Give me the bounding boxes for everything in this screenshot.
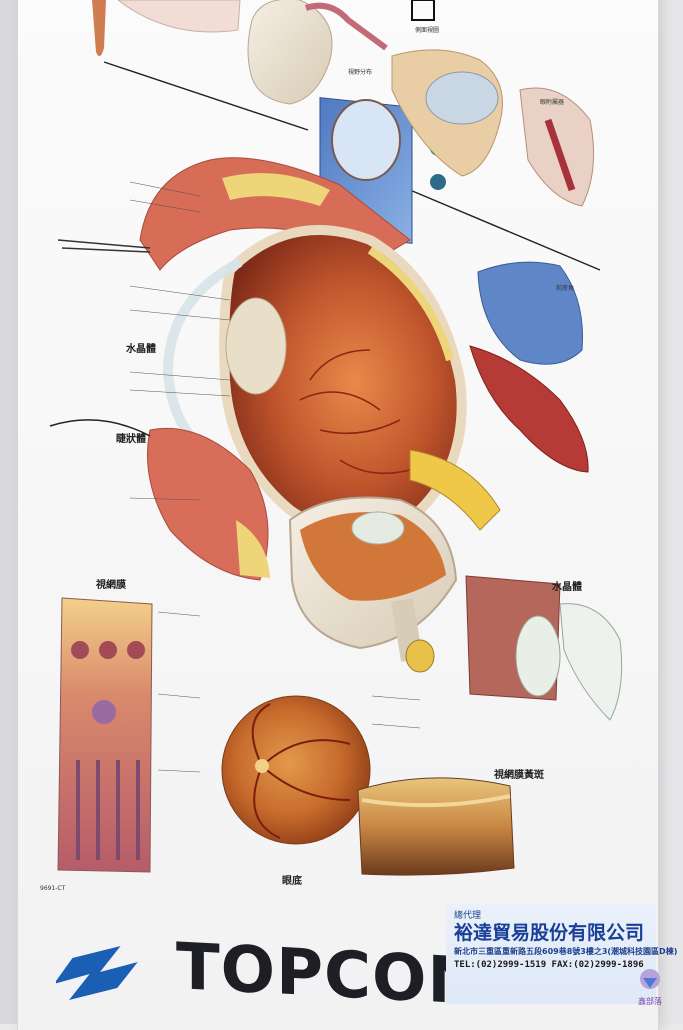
side-view-label: 側面視圖	[415, 26, 439, 34]
lower-orbital-fat	[236, 520, 270, 578]
eye-side-view	[247, 0, 333, 105]
distributor-contact: TEL:(02)2999-1519 FAX:(02)2999-1896	[454, 960, 644, 970]
muscle-strand	[305, 2, 388, 51]
fundus-image	[221, 695, 371, 845]
optic-disc	[255, 759, 269, 773]
optic-nerve-fragment	[92, 0, 106, 57]
fundus-vessels	[251, 703, 351, 839]
optic-nerve	[409, 449, 501, 531]
site-watermark: 鑫部落	[630, 968, 670, 1020]
visual-field-label: 視野分布	[348, 68, 372, 76]
visual-field-diagram	[331, 99, 401, 181]
sclera-layer	[367, 246, 454, 362]
distributor-tag: 總代理	[454, 911, 482, 921]
lens-fibers	[559, 603, 623, 721]
eyeball-cross-section	[219, 225, 467, 540]
eyecup-interior	[300, 512, 446, 601]
crystalline-lens	[225, 297, 287, 395]
eyelash	[57, 239, 151, 249]
title-glyph-box	[411, 0, 435, 21]
distributor-company: 裕達貿易股份有限公司	[454, 922, 645, 944]
lens-capsule	[515, 615, 561, 697]
distributor-panel: 總代理 裕達貿易股份有限公司 新北市三重區重新路五段609巷8號3樓之3(潮城科…	[446, 904, 677, 1004]
section-divider-line	[103, 61, 309, 131]
orbital-fat	[222, 173, 330, 206]
ciliary-body-detail	[469, 345, 589, 473]
trabecular-meshwork	[477, 261, 583, 365]
distributor-fax: FAX:(02)2999-1896	[551, 960, 644, 970]
optic-nerve-end	[405, 639, 435, 673]
distributor-address: 新北市三重區重新路五段609巷8號3樓之3(潮城科技園區D棟)	[454, 947, 678, 956]
watermark-logo-icon	[640, 969, 660, 989]
retina-heading: 視網膜	[95, 578, 126, 591]
distributor-tel: TEL:(02)2999-1519	[454, 960, 547, 970]
brand-name: TOPCON	[176, 929, 482, 1021]
catalog-code: 9691-CT	[40, 885, 66, 892]
eyelash	[61, 247, 151, 253]
retinal-vessels	[299, 349, 411, 475]
eyelid-fragment	[117, 0, 241, 33]
eyeball-orbit-view	[425, 71, 499, 125]
lens-heading: 水晶體	[125, 342, 156, 355]
ciliary-heading: 睫狀體	[116, 432, 146, 445]
angle-label: 前房角	[556, 284, 574, 292]
topcon-logo: TOPCON	[56, 928, 482, 1020]
leader-lines	[129, 181, 421, 773]
macula-surface	[361, 794, 511, 808]
fixation-dot	[430, 174, 446, 190]
macula-heading: 視網膜黃斑	[493, 768, 544, 781]
retina-layers-block	[57, 597, 153, 873]
retina-cells	[71, 641, 145, 860]
orbit-label: 眼附屬器	[540, 98, 564, 106]
pointer-line	[49, 419, 151, 437]
watermark-text: 鑫部落	[638, 997, 662, 1006]
extraocular-muscle	[544, 118, 576, 192]
lens-in-cup	[351, 511, 405, 545]
fundus-heading: 眼底	[282, 874, 302, 887]
section-divider-line	[409, 189, 601, 271]
topcon-mark-icon	[56, 946, 138, 1000]
macula-cross-section	[357, 777, 515, 876]
crystalline-heading: 水晶體	[551, 580, 582, 593]
